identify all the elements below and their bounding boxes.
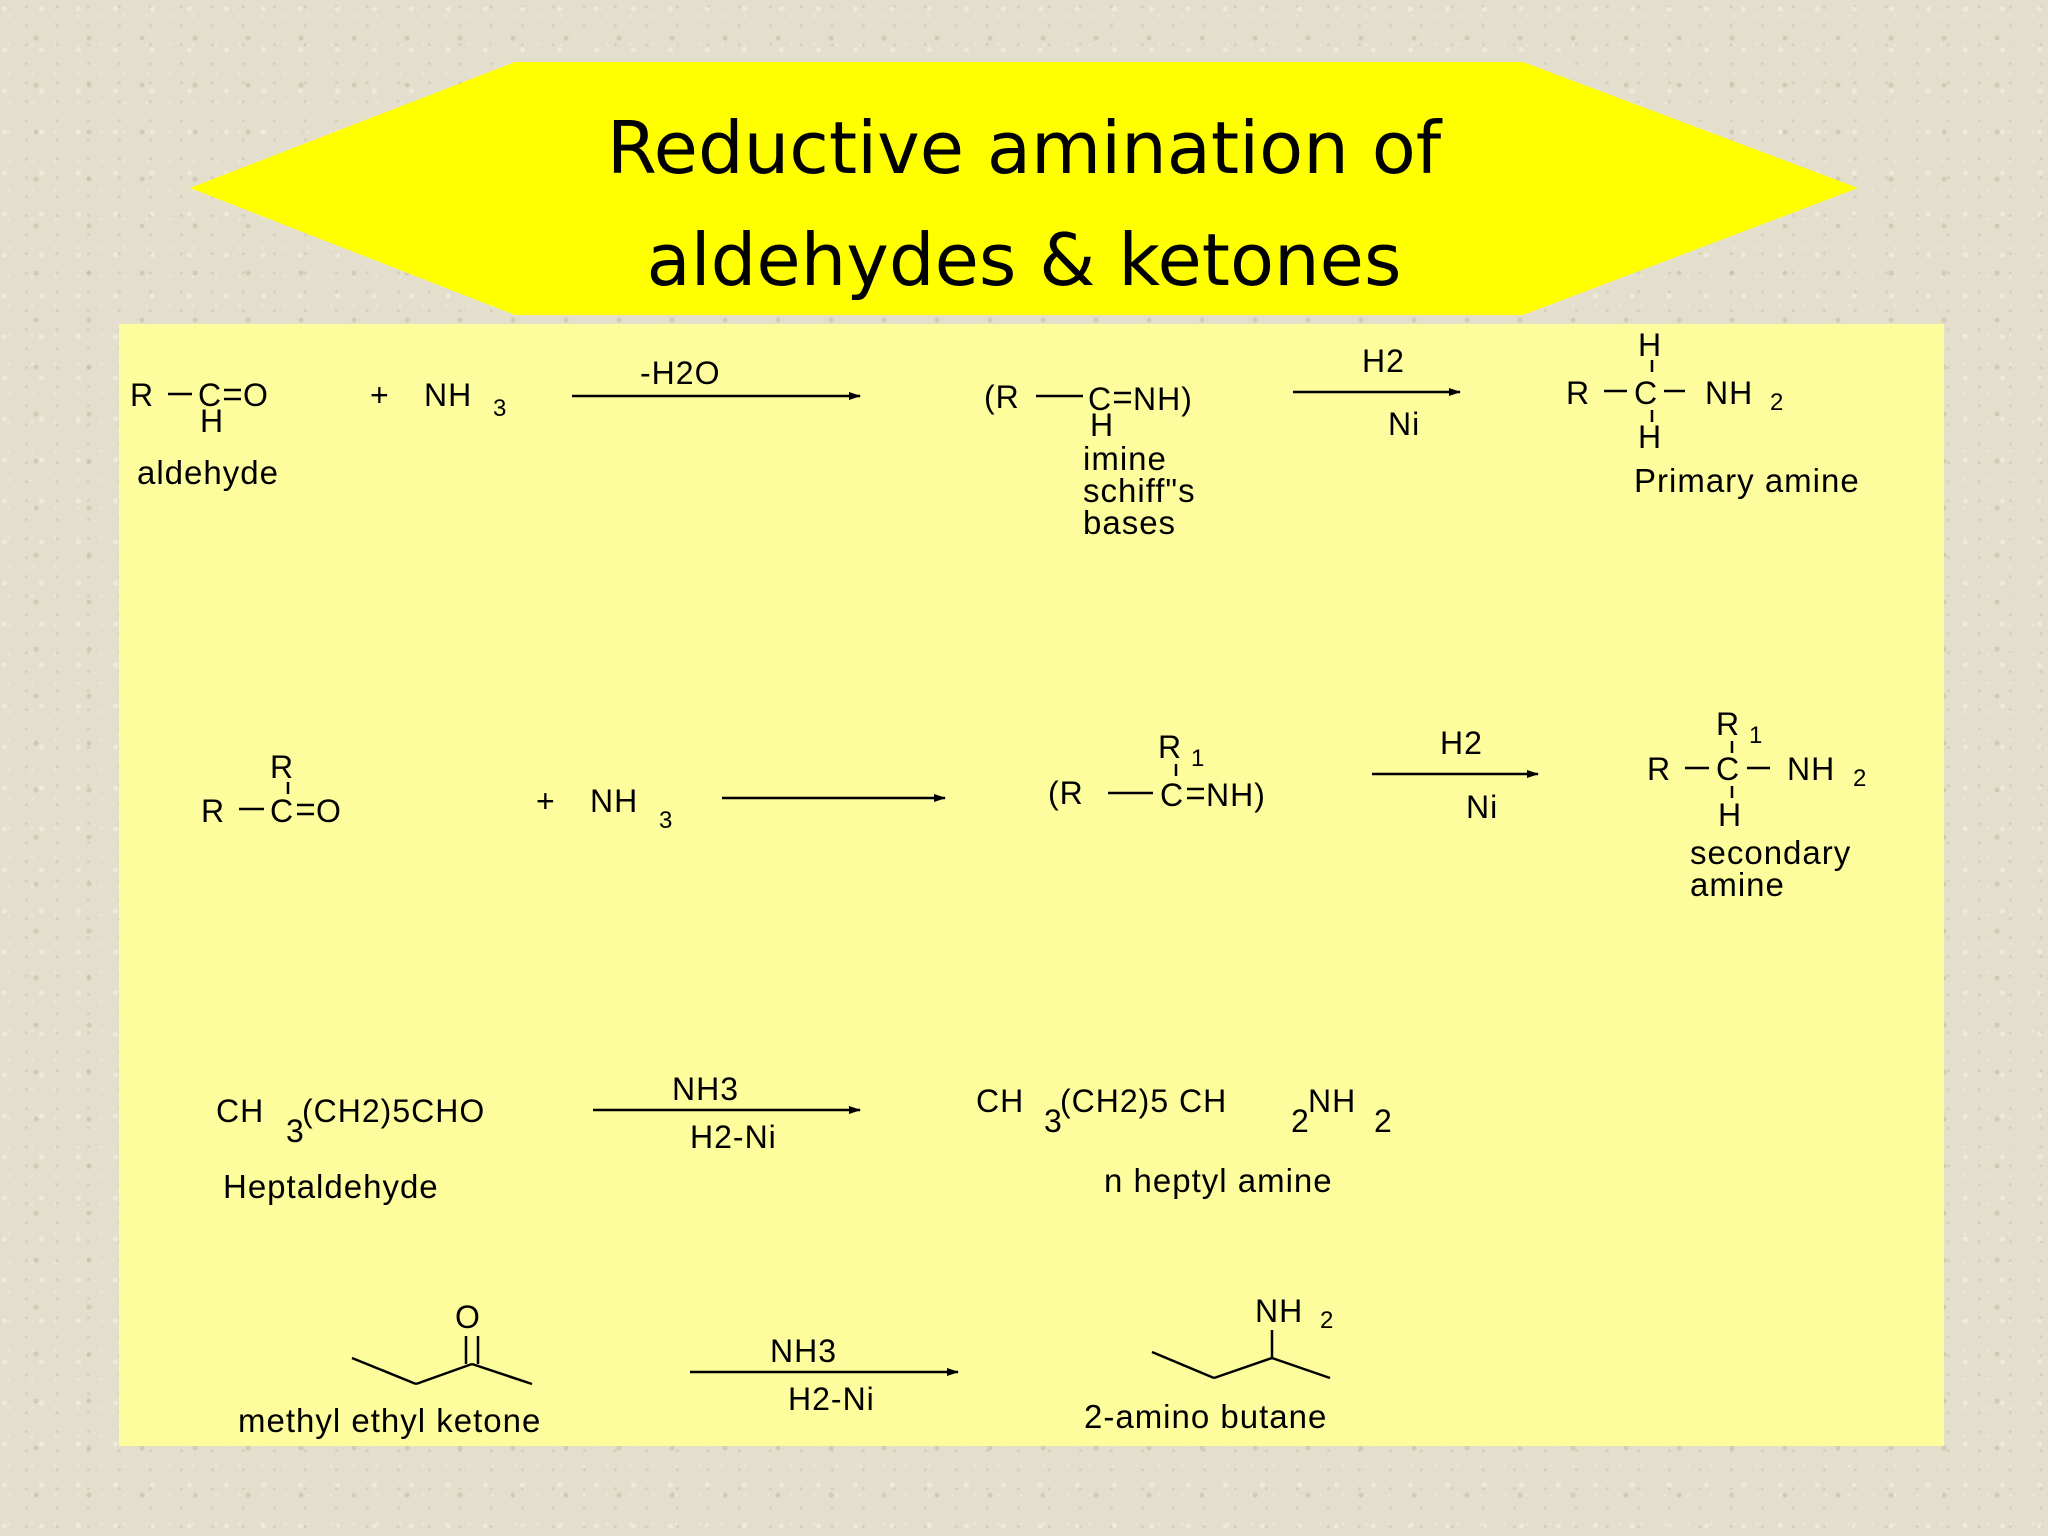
nh-text: NH: [1308, 1083, 1356, 1119]
nh-text: NH: [590, 783, 638, 819]
subscript: 3: [1044, 1103, 1063, 1139]
subscript: 2: [1770, 389, 1784, 416]
oxygen-atom: O: [243, 377, 269, 413]
arrow-label-bottom: H2-Ni: [690, 1119, 777, 1155]
imine-label-3: bases: [1083, 504, 1176, 541]
arrow-label-bottom: H2-Ni: [788, 1381, 875, 1417]
carbon-atom: C: [1716, 751, 1740, 787]
plus-sign: +: [536, 783, 556, 819]
hydrogen-atom: H: [1638, 327, 1662, 363]
carbon-chain: [1213, 1356, 1273, 1380]
reaction-3: CH 3 (CH2)5CHO Heptaldehyde NH3 H2-Ni CH…: [216, 1071, 1393, 1205]
subscript: 1: [1749, 722, 1763, 749]
carbon-chain: [415, 1362, 473, 1386]
heptylamine-formula: CH 3 (CH2)5 CH 2 NH 2 n heptyl amine: [976, 1083, 1393, 1199]
secondary-amine-label-1: secondary: [1690, 834, 1851, 871]
r-group: R: [130, 377, 154, 413]
aldehyde-label: aldehyde: [137, 454, 279, 491]
imine-structure: (R C NH) H imine schiff"s bases: [984, 379, 1196, 541]
imine-label-2: schiff"s: [1083, 472, 1196, 509]
primary-amine-structure: H R C NH 2 H Primary amine: [1566, 327, 1860, 499]
ketimine-structure: R 1 (R C NH): [1048, 729, 1266, 813]
oxygen-atom: O: [455, 1299, 481, 1335]
aldehyde-structure: R C O H aldehyde: [130, 377, 279, 491]
ketone-structure: R R C O: [201, 749, 342, 829]
plus-sign: +: [370, 377, 390, 413]
arrow-label-bottom: Ni: [1466, 789, 1498, 825]
carbon-atom: C: [198, 377, 222, 413]
title-banner: [190, 62, 1858, 315]
carbon-atom: C: [1160, 777, 1184, 813]
banner-shape: [190, 62, 1858, 315]
r1-group: R: [1158, 729, 1182, 765]
ch-text: CH: [976, 1083, 1024, 1119]
primary-amine-label: Primary amine: [1634, 462, 1860, 499]
aminobutane-label: 2-amino butane: [1084, 1398, 1327, 1435]
open-paren-r: (R: [984, 379, 1020, 415]
subscript: 3: [659, 807, 673, 834]
carbon-atom: C: [1634, 375, 1658, 411]
heptylamine-label: n heptyl amine: [1104, 1162, 1333, 1199]
ammonia: + NH 3: [536, 783, 673, 834]
subscript: 3: [286, 1113, 305, 1149]
r-group: R: [1647, 751, 1671, 787]
subscript: 3: [493, 395, 507, 422]
arrow-label-top: NH3: [770, 1333, 837, 1369]
secondary-amine-label-2: amine: [1690, 866, 1785, 903]
heptaldehyde-label: Heptaldehyde: [223, 1168, 439, 1205]
nh-text: NH: [1255, 1293, 1303, 1329]
mek-label: methyl ethyl ketone: [238, 1402, 541, 1439]
ch-text: CH: [216, 1093, 264, 1129]
heptaldehyde-formula: CH 3 (CH2)5CHO Heptaldehyde: [216, 1093, 485, 1205]
subscript: 2: [1853, 765, 1867, 792]
carbon-atom: C: [1088, 381, 1112, 417]
carbon-chain: [351, 1356, 417, 1386]
nh-text: NH: [1787, 751, 1835, 787]
nh-text: NH: [424, 377, 472, 413]
subscript: 1: [1191, 745, 1205, 772]
arrow-label-top: NH3: [672, 1071, 739, 1107]
carbon-chain: [471, 1362, 533, 1386]
hydrogen-atom: H: [1718, 797, 1742, 833]
formula-mid: (CH2)5 CH: [1060, 1083, 1227, 1119]
imine-label-1: imine: [1083, 440, 1167, 477]
reaction-4: O methyl ethyl ketone NH3 H2-Ni NH 2 2-a…: [238, 1293, 1334, 1439]
mek-skeletal-structure: O methyl ethyl ketone: [238, 1299, 541, 1439]
aminobutane-skeletal-structure: NH 2 2-amino butane: [1084, 1293, 1334, 1435]
ammonia: + NH 3: [370, 377, 507, 422]
open-paren-r: (R: [1048, 775, 1084, 811]
formula-rest: (CH2)5CHO: [302, 1093, 485, 1129]
nh-text: NH): [1206, 777, 1266, 813]
subscript: 2: [1320, 1307, 1334, 1334]
r-group: R: [201, 793, 225, 829]
r1-group: R: [1716, 706, 1740, 742]
carbon-chain: [1271, 1356, 1331, 1380]
title-line-2: aldehydes & ketones: [646, 218, 1402, 302]
nh-text: NH): [1133, 381, 1193, 417]
title-line-1: Reductive amination of: [606, 106, 1442, 190]
arrow-label-top: -H2O: [640, 355, 720, 391]
subscript: 2: [1374, 1103, 1393, 1139]
reaction-1: R C O H aldehyde + NH 3 -H2O (R C NH) H …: [130, 327, 1860, 541]
nh-text: NH: [1705, 375, 1753, 411]
r-group-top: R: [270, 749, 294, 785]
reaction-2: R R C O + NH 3 R 1 (R C NH) H2 Ni: [201, 706, 1867, 903]
r-group: R: [1566, 375, 1590, 411]
subscript: 2: [1291, 1103, 1310, 1139]
slide-title: Reductive amination of aldehydes & keton…: [374, 92, 1674, 316]
hydrogen-atom: H: [200, 403, 224, 439]
secondary-amine-structure: R 1 R C NH 2 H secondary amine: [1647, 706, 1867, 903]
carbon-atom: C: [270, 793, 294, 829]
arrow-label-bottom: Ni: [1388, 406, 1420, 442]
arrow-label-top: H2: [1362, 343, 1405, 379]
oxygen-atom: O: [316, 793, 342, 829]
reaction-panel: [119, 324, 1944, 1446]
hydrogen-atom: H: [1090, 407, 1114, 443]
carbon-chain: [1151, 1350, 1215, 1380]
arrow-label-top: H2: [1440, 725, 1483, 761]
hydrogen-atom: H: [1638, 419, 1662, 455]
